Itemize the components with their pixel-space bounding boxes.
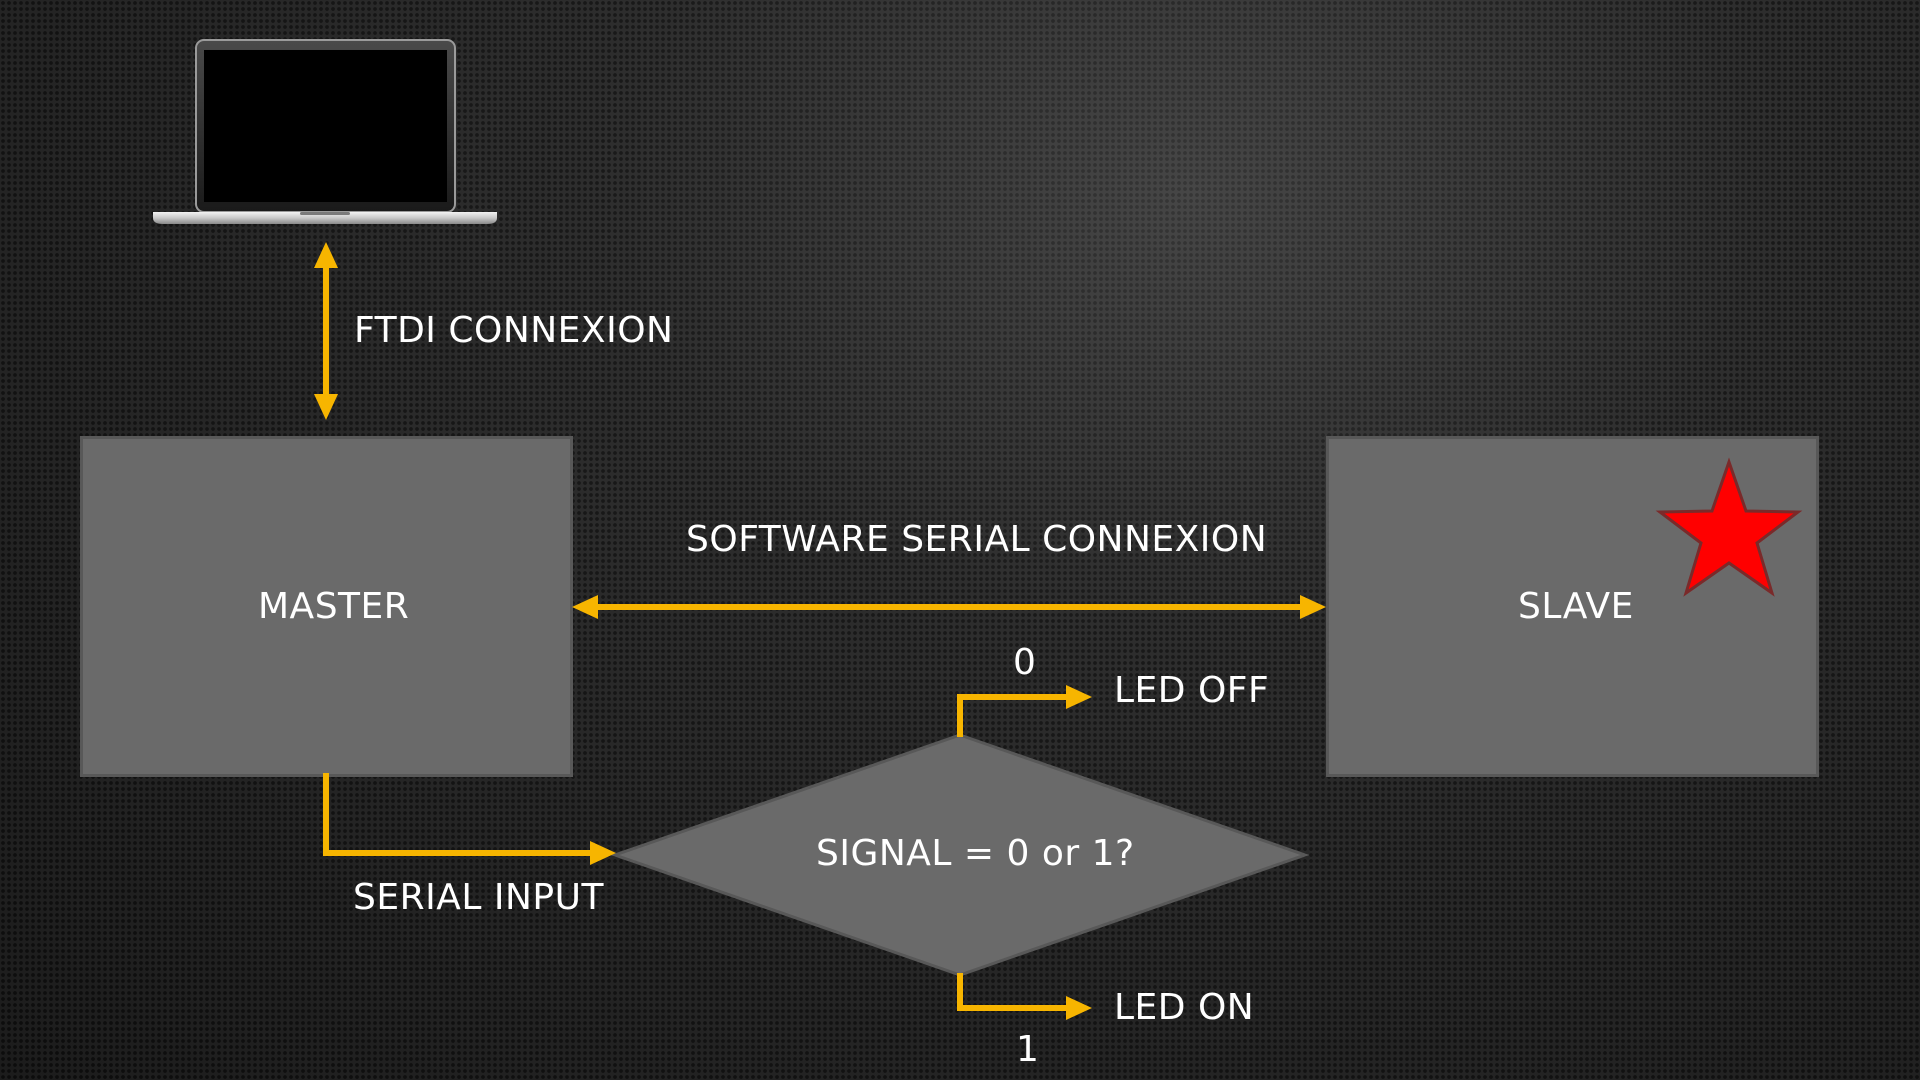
master-node (80, 436, 573, 777)
master-label: MASTER (258, 586, 410, 627)
ftdi-arrow (314, 242, 338, 420)
branch-zero-value: 0 (1013, 642, 1037, 683)
branch-one-value: 1 (1016, 1029, 1040, 1070)
led-on-arrow (957, 973, 1092, 1020)
software-serial-arrow (572, 595, 1326, 619)
ftdi-connexion-label: FTDI CONNEXION (354, 310, 674, 351)
led-off-arrow (957, 685, 1092, 737)
serial-input-arrow (323, 773, 616, 865)
led-off-label: LED OFF (1114, 670, 1270, 711)
led-on-label: LED ON (1114, 987, 1255, 1028)
decision-label: SIGNAL = 0 or 1? (816, 833, 1135, 874)
software-serial-label: SOFTWARE SERIAL CONNEXION (686, 519, 1268, 560)
slave-label: SLAVE (1518, 586, 1634, 627)
star-icon (1655, 457, 1803, 597)
serial-input-label: SERIAL INPUT (353, 877, 604, 918)
